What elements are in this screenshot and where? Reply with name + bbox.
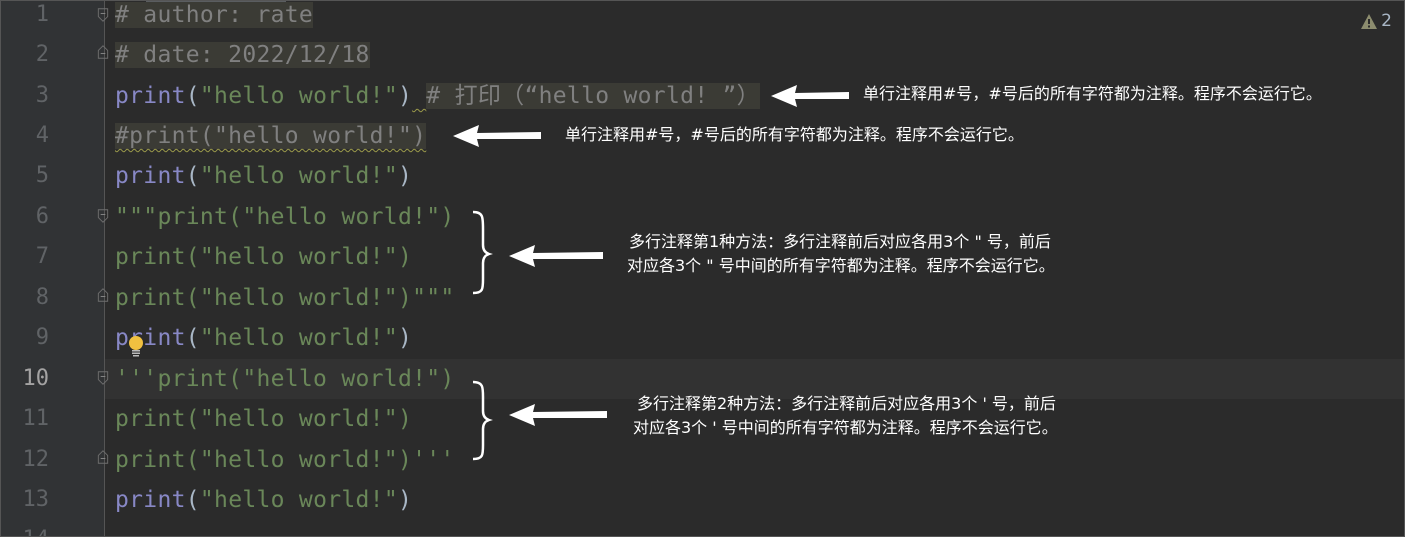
line-number: 4 <box>35 123 49 148</box>
code-line[interactable]: 7 print("hello world!") <box>1 237 1404 277</box>
keyword-print: print <box>115 83 186 109</box>
string-literal: "hello world!" <box>199 325 398 351</box>
code-text[interactable]: print("hello world!")""" <box>115 278 455 318</box>
string-literal: "hello world!" <box>199 487 398 513</box>
code-text[interactable]: print("hello world!") <box>115 480 412 520</box>
paren: ( <box>185 163 200 189</box>
line-number: 11 <box>22 406 50 431</box>
arrow-left-icon <box>509 404 607 426</box>
annotation-multi-line-1: 多行注释第1种方法：多行注释前后对应各用3个 " 号，前后 对应各3个 " 号中… <box>627 230 1055 278</box>
line-number: 9 <box>35 325 49 350</box>
paren: ( <box>185 83 200 109</box>
fold-end-icon[interactable] <box>96 450 110 464</box>
arrow-left-icon <box>771 85 849 107</box>
keyword-print: print <box>115 163 186 189</box>
paren: ( <box>185 487 200 513</box>
docstring: print("hello world!")""" <box>115 285 455 311</box>
annotation-line: 多行注释第2种方法：多行注释前后对应各用3个 ' 号，前后 <box>637 394 1056 413</box>
inspection-widget[interactable]: 2 <box>1361 11 1392 31</box>
fold-start-icon[interactable] <box>96 209 110 223</box>
annotation-line: 对应各3个 ' 号中间的所有字符都为注释。程序不会运行它。 <box>633 418 1058 437</box>
paren: ) <box>397 163 413 189</box>
line-number: 5 <box>35 163 49 188</box>
line-number: 14 <box>1 520 50 536</box>
string-literal: "hello world!" <box>199 83 398 109</box>
code-text[interactable]: # author: rate <box>115 1 314 35</box>
fold-end-icon[interactable] <box>96 288 110 302</box>
warning-triangle-icon <box>1361 13 1378 29</box>
code-line[interactable]: 13 print("hello world!") <box>1 480 1404 520</box>
docstring: """print("hello world!") <box>115 204 455 230</box>
line-number: 8 <box>35 285 49 310</box>
curly-brace-icon <box>472 380 493 461</box>
line-number: 3 <box>35 83 49 108</box>
code-line[interactable]: 5 print("hello world!") <box>1 156 1404 196</box>
code-text[interactable]: # date: 2022/12/18 <box>115 35 370 75</box>
code-text[interactable]: """print("hello world!") <box>115 197 455 237</box>
keyword-print: print <box>115 487 186 513</box>
code-text[interactable]: print("hello world!") # 打印（“hello world!… <box>115 76 760 116</box>
line-number: 13 <box>22 487 50 512</box>
code-line[interactable]: 11 print("hello world!") <box>1 399 1404 439</box>
code-line[interactable]: 12 print("hello world!")''' <box>1 440 1404 480</box>
code-line[interactable]: 2 # date: 2022/12/18 <box>1 35 1404 75</box>
keyword-print: print <box>115 325 186 351</box>
code-text[interactable]: print("hello world!") <box>115 399 412 439</box>
code-line[interactable]: 6 """print("hello world!") <box>1 197 1404 237</box>
code-line[interactable]: 3 print("hello world!") # 打印（“hello worl… <box>1 76 1404 116</box>
line-number: 6 <box>35 204 49 229</box>
code-text[interactable]: '''print("hello world!") <box>115 359 455 399</box>
fold-start-icon[interactable] <box>96 8 110 22</box>
paren: ) <box>397 83 413 109</box>
inline-comment: # 打印（“hello world! ”） <box>426 83 760 109</box>
comment: # author: rate <box>115 2 314 28</box>
paren: ) <box>397 325 413 351</box>
code-line[interactable]: 9 print("hello world!") <box>1 318 1404 358</box>
code-text[interactable]: print("hello world!") <box>115 237 412 277</box>
annotation-single-line-1: 单行注释用#号，#号后的所有字符都为注释。程序不会运行它。 <box>863 84 1322 103</box>
pep8-warning <box>412 83 426 109</box>
arrow-left-icon <box>509 245 603 267</box>
docstring: print("hello world!") <box>115 244 413 270</box>
gutter-divider <box>104 1 105 536</box>
code-line-current[interactable]: 10 '''print("hello world!") <box>1 359 1404 399</box>
line-number: 1 <box>35 2 49 27</box>
code-text[interactable]: #print("hello world!") <box>115 116 427 156</box>
docstring: '''print("hello world!") <box>115 366 455 392</box>
line-number: 10 <box>22 366 50 391</box>
code-line[interactable]: 1 # author: rate <box>1 1 1404 35</box>
current-line-highlight <box>105 359 1404 399</box>
fold-end-icon[interactable] <box>96 45 110 59</box>
docstring: print("hello world!")''' <box>115 447 455 473</box>
lightbulb-icon[interactable] <box>128 335 144 357</box>
annotation-multi-line-2: 多行注释第2种方法：多行注释前后对应各用3个 ' 号，前后 对应各3个 ' 号中… <box>633 392 1058 440</box>
line-number: 2 <box>35 42 49 67</box>
paren: ) <box>397 487 413 513</box>
curly-brace-icon <box>472 210 493 295</box>
code-line[interactable]: 4 #print("hello world!") <box>1 116 1404 156</box>
comment: # date: 2022/12/18 <box>115 42 370 68</box>
code-text[interactable]: print("hello world!") <box>115 318 412 358</box>
code-line[interactable]: 8 print("hello world!")""" <box>1 278 1404 318</box>
line-number-gutter <box>1 1 104 536</box>
annotation-single-line-2: 单行注释用#号，#号后的所有字符都为注释。程序不会运行它。 <box>565 125 1024 144</box>
annotation-line: 多行注释第1种方法：多行注释前后对应各用3个 " 号，前后 <box>629 232 1051 251</box>
line-number: 12 <box>22 447 50 472</box>
code-text[interactable]: print("hello world!")''' <box>115 440 455 480</box>
docstring: print("hello world!") <box>115 406 413 432</box>
paren: ( <box>185 325 200 351</box>
line-number: 7 <box>35 244 49 269</box>
code-text[interactable]: print("hello world!") <box>115 156 412 196</box>
annotation-line: 对应各3个 " 号中间的所有字符都为注释。程序不会运行它。 <box>627 256 1055 275</box>
fold-start-icon[interactable] <box>96 371 110 385</box>
arrow-left-icon <box>453 125 541 147</box>
warning-count: 2 <box>1381 11 1392 31</box>
string-literal: "hello world!" <box>199 163 398 189</box>
commented-code: #print("hello world!") <box>115 123 427 149</box>
code-line[interactable]: 14 <box>1 520 1404 536</box>
